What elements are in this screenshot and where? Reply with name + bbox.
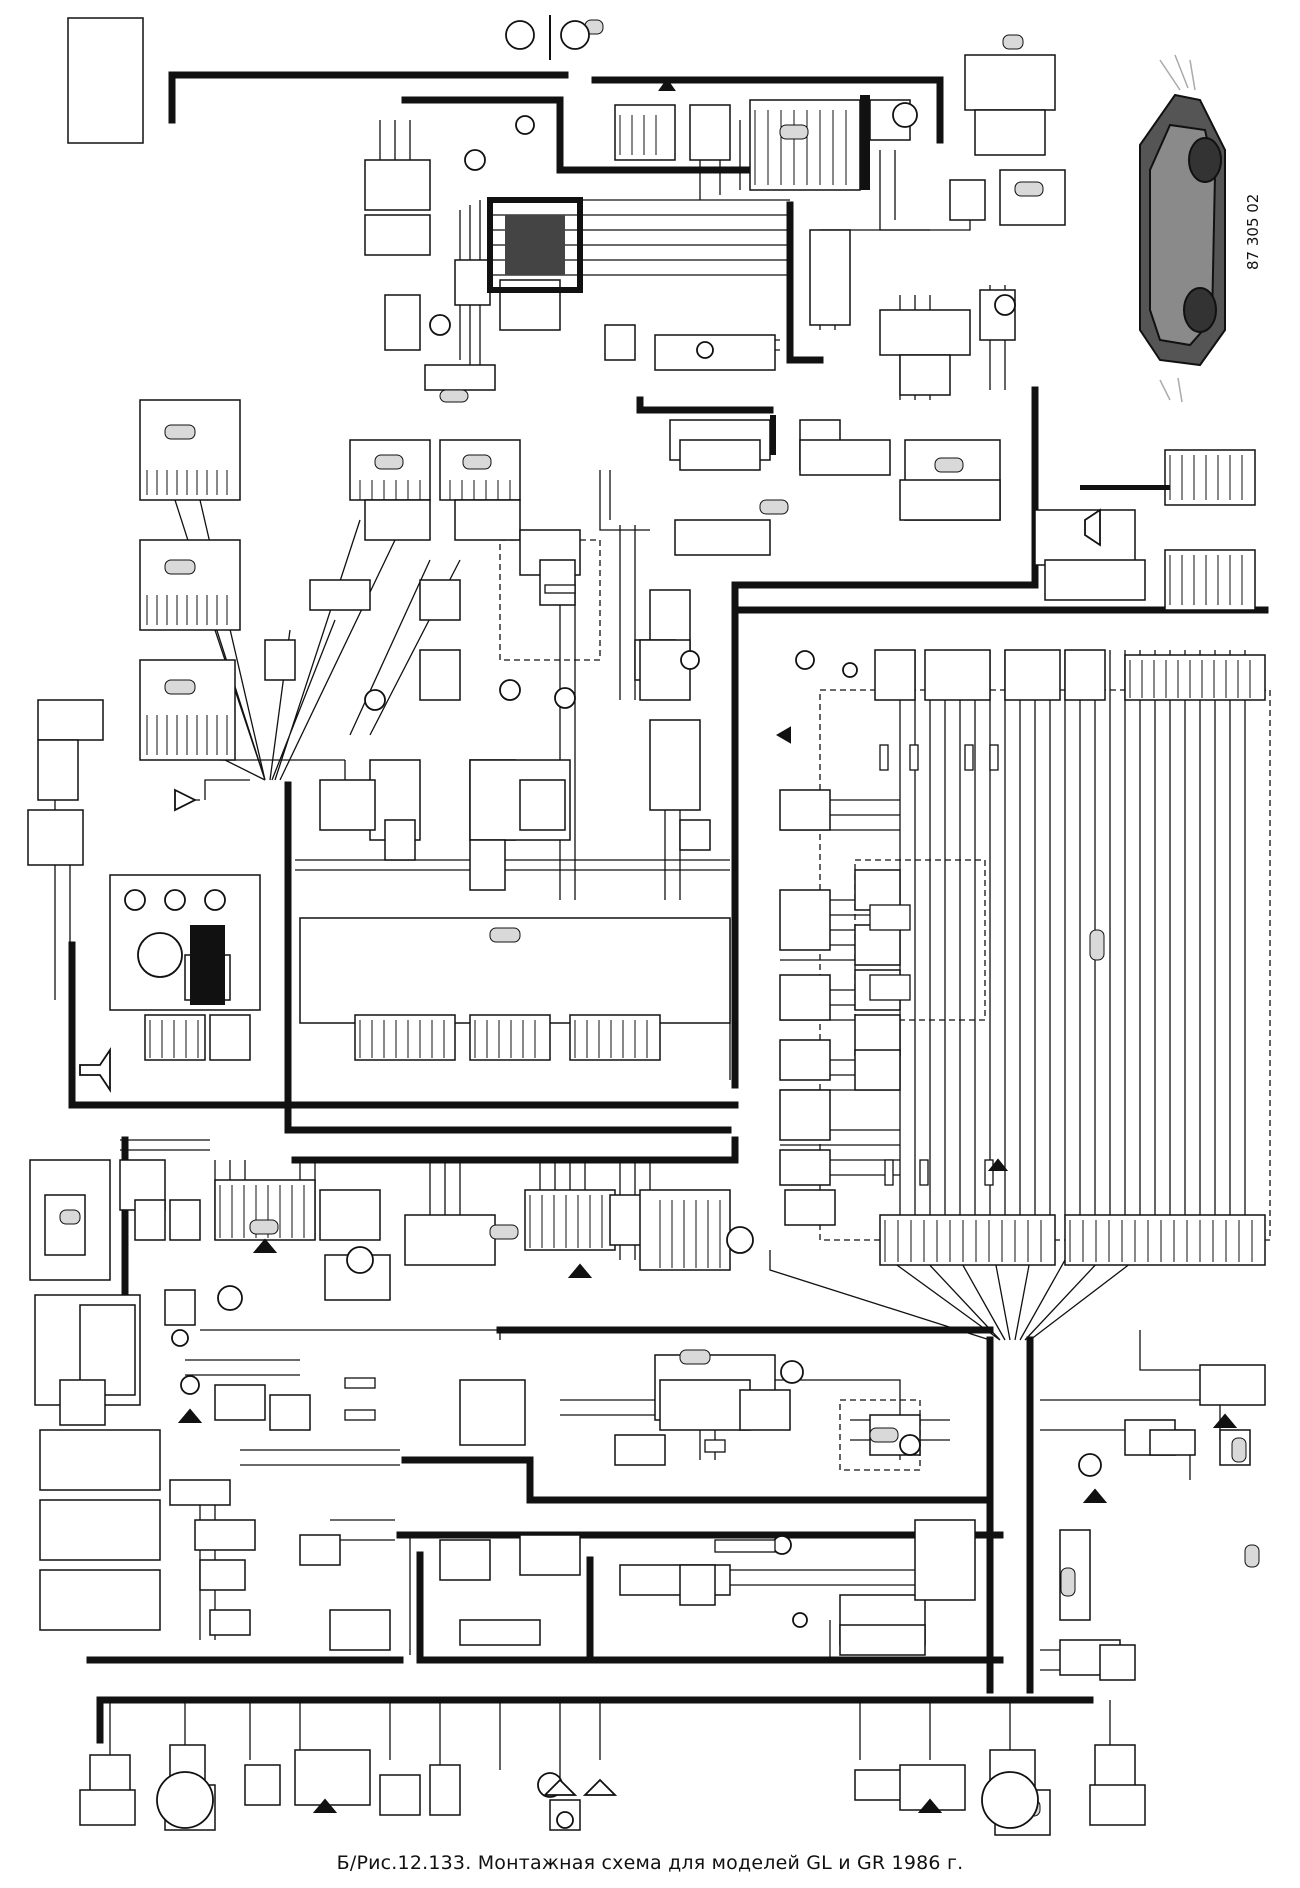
filled-elements	[190, 95, 1170, 1005]
round-components	[124, 20, 1102, 1829]
figure-caption: Б/Рис.12.133. Монтажная схема для моделе…	[336, 1852, 964, 1874]
resistors-relays	[344, 584, 999, 1553]
wiring-diagram: 87 305 02	[27, 15, 1271, 1836]
speakers	[79, 508, 1101, 1796]
ground-symbols	[177, 15, 1238, 1813]
component-label-tags	[59, 19, 1260, 1817]
main-harness	[68, 71, 1269, 1744]
connector-pins	[146, 110, 1253, 1268]
car-silhouette	[1139, 54, 1226, 403]
drawing-code: 87 305 02	[1244, 194, 1262, 270]
